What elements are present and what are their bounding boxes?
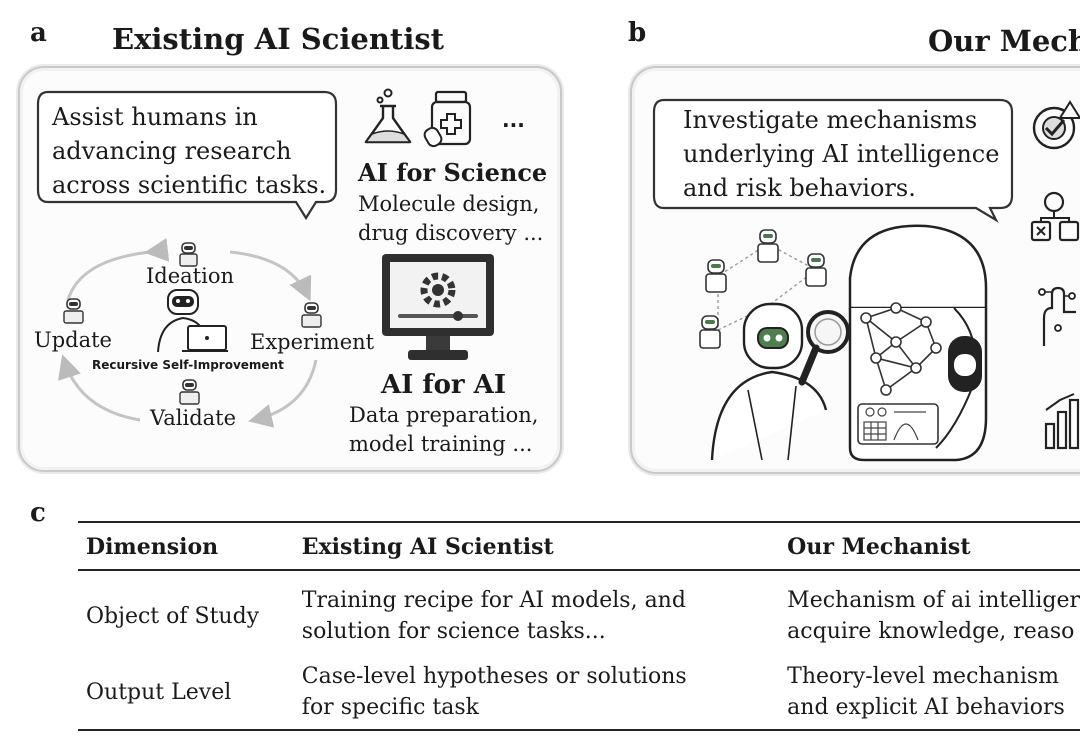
ai-for-science-line-1: Molecule design, [358, 192, 540, 216]
cycle-validate: Validate [150, 406, 237, 430]
validate-robot-icon [179, 379, 200, 405]
bubble-b-line-2: underlying AI intelligence [683, 140, 1000, 168]
row2-mechanist: Theory-level mechanism and explicit AI b… [779, 651, 1080, 730]
row1-mechanist-line-2: acquire knowledge, reaso [787, 619, 1075, 644]
medicine-bottle-icon [423, 90, 472, 148]
robot-scientist-icon [710, 302, 828, 461]
brain-network-icon [848, 224, 988, 462]
hand-circuit-icon [1038, 286, 1076, 346]
row2-existing-line-1: Case-level hypotheses or solutions [301, 664, 687, 689]
row1-existing-line-2: solution for science tasks... [301, 619, 606, 644]
header-mechanist: Our Mechanist [787, 534, 971, 560]
bubble-a-line-1: Assist humans in [52, 103, 258, 131]
row2-mechanist-line-1: Theory-level mechanism [787, 664, 1060, 689]
target-icon [1032, 100, 1080, 150]
ai-for-science-title: AI for Science [358, 158, 548, 187]
cycle-ideation: Ideation [146, 264, 235, 288]
cycle-arrows [58, 238, 318, 428]
ai-for-ai-line-1: Data preparation, [349, 403, 539, 427]
ai-for-ai-line-2: model training ... [349, 432, 533, 456]
panel-a-letter: a [30, 18, 47, 48]
speech-bubble-a [36, 90, 338, 221]
row2-mechanist-line-2: and explicit AI behaviors [787, 695, 1065, 720]
bubble-a-line-3: across scientific tasks. [52, 171, 327, 199]
header-dimension: Dimension [86, 534, 219, 560]
ai-for-ai-title: AI for AI [381, 370, 506, 400]
header-existing: Existing AI Scientist [301, 534, 554, 560]
recursive-caption: Recursive Self-Improvement [92, 358, 284, 372]
flask-icon [364, 88, 412, 144]
comparison-table: Dimension Existing AI Scientist Our Mech… [78, 521, 1080, 731]
cycle-update: Update [34, 328, 112, 352]
bubble-b-line-1: Investigate mechanisms [683, 106, 978, 134]
table-row: Output Level Case-level hypotheses or so… [78, 651, 1080, 730]
panel-b-title: Our Mecha [928, 24, 1080, 58]
bubble-b-line-3: and risk behaviors. [683, 174, 916, 202]
flowchart-icon [1030, 191, 1080, 242]
robot-network-icon [699, 229, 827, 349]
panel-b-letter: b [628, 18, 647, 48]
ellipsis-more: ... [502, 108, 525, 132]
monitor-gear-icon [382, 254, 494, 360]
row1-existing-line-1: Training recipe for AI models, and [301, 588, 686, 613]
ideation-robot-icon [179, 242, 198, 267]
robot-laptop-icon [157, 289, 228, 353]
row2-dimension: Output Level [86, 679, 232, 705]
ai-for-science-line-2: drug discovery ... [358, 221, 544, 245]
row1-existing: Training recipe for AI models, and solut… [294, 570, 779, 651]
panel-c-letter: c [30, 498, 46, 528]
magnifier-icon [798, 310, 850, 386]
row1-mechanist-line-1: Mechanism of ai intelliger [787, 588, 1080, 613]
row1-dimension: Object of Study [86, 603, 260, 629]
table-row: Object of Study Training recipe for AI m… [78, 570, 1080, 651]
row2-existing-line-2: for specific task [301, 695, 480, 720]
experiment-robot-icon [301, 302, 322, 328]
bar-chart-icon [1044, 393, 1080, 450]
bubble-a-line-2: advancing research [52, 137, 292, 165]
panel-a-title: Existing AI Scientist [112, 22, 445, 56]
row2-existing: Case-level hypotheses or solutions for s… [294, 651, 779, 730]
row1-mechanist: Mechanism of ai intelliger acquire knowl… [779, 570, 1080, 651]
cycle-experiment: Experiment [250, 330, 375, 354]
speech-bubble-b [652, 98, 1014, 223]
update-robot-icon [63, 298, 84, 324]
table-header-row: Dimension Existing AI Scientist Our Mech… [78, 522, 1080, 570]
